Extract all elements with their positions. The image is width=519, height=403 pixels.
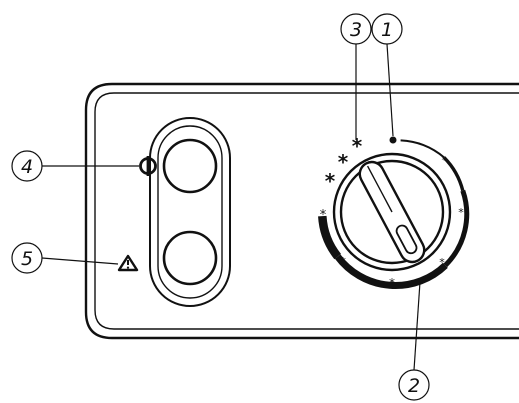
power-symbol-icon	[139, 156, 157, 176]
callout-1: 1	[371, 13, 403, 45]
knob-grip[interactable]	[356, 158, 429, 266]
star-icon: *	[340, 255, 346, 269]
power-button[interactable]	[162, 138, 218, 194]
svg-text:2: 2	[408, 375, 420, 397]
callout-leaders	[41, 43, 421, 371]
temperature-scale: * * * * * *	[318, 139, 470, 290]
panel-inner-outline	[94, 92, 519, 330]
callout-2: 2	[398, 369, 430, 401]
svg-text:4: 4	[21, 156, 33, 178]
warning-button[interactable]	[162, 230, 218, 286]
svg-text:5: 5	[21, 248, 33, 270]
star-icon: *	[458, 206, 464, 219]
three-star-mark: * * *	[325, 134, 363, 193]
star-icon: *	[439, 256, 445, 269]
svg-text:*: *	[325, 169, 336, 193]
star-icon: *	[442, 155, 447, 166]
svg-text:*: *	[352, 134, 363, 158]
svg-text:1: 1	[381, 19, 393, 41]
warning-triangle-icon	[117, 254, 139, 272]
knob-outer-ring	[332, 152, 452, 272]
button-housing-outer	[149, 117, 231, 307]
star-icon: *	[389, 276, 395, 290]
star-icon: *	[320, 208, 327, 223]
callout-4: 4	[11, 150, 43, 182]
callout-5: 5	[11, 242, 43, 274]
svg-text:*: *	[338, 150, 349, 174]
callout-3: 3	[340, 13, 372, 45]
indicator-dot	[389, 136, 397, 144]
panel-outline	[84, 82, 519, 340]
svg-text:3: 3	[350, 19, 362, 41]
button-housing-inner	[157, 125, 223, 299]
knob-inner-ring[interactable]	[339, 159, 445, 265]
